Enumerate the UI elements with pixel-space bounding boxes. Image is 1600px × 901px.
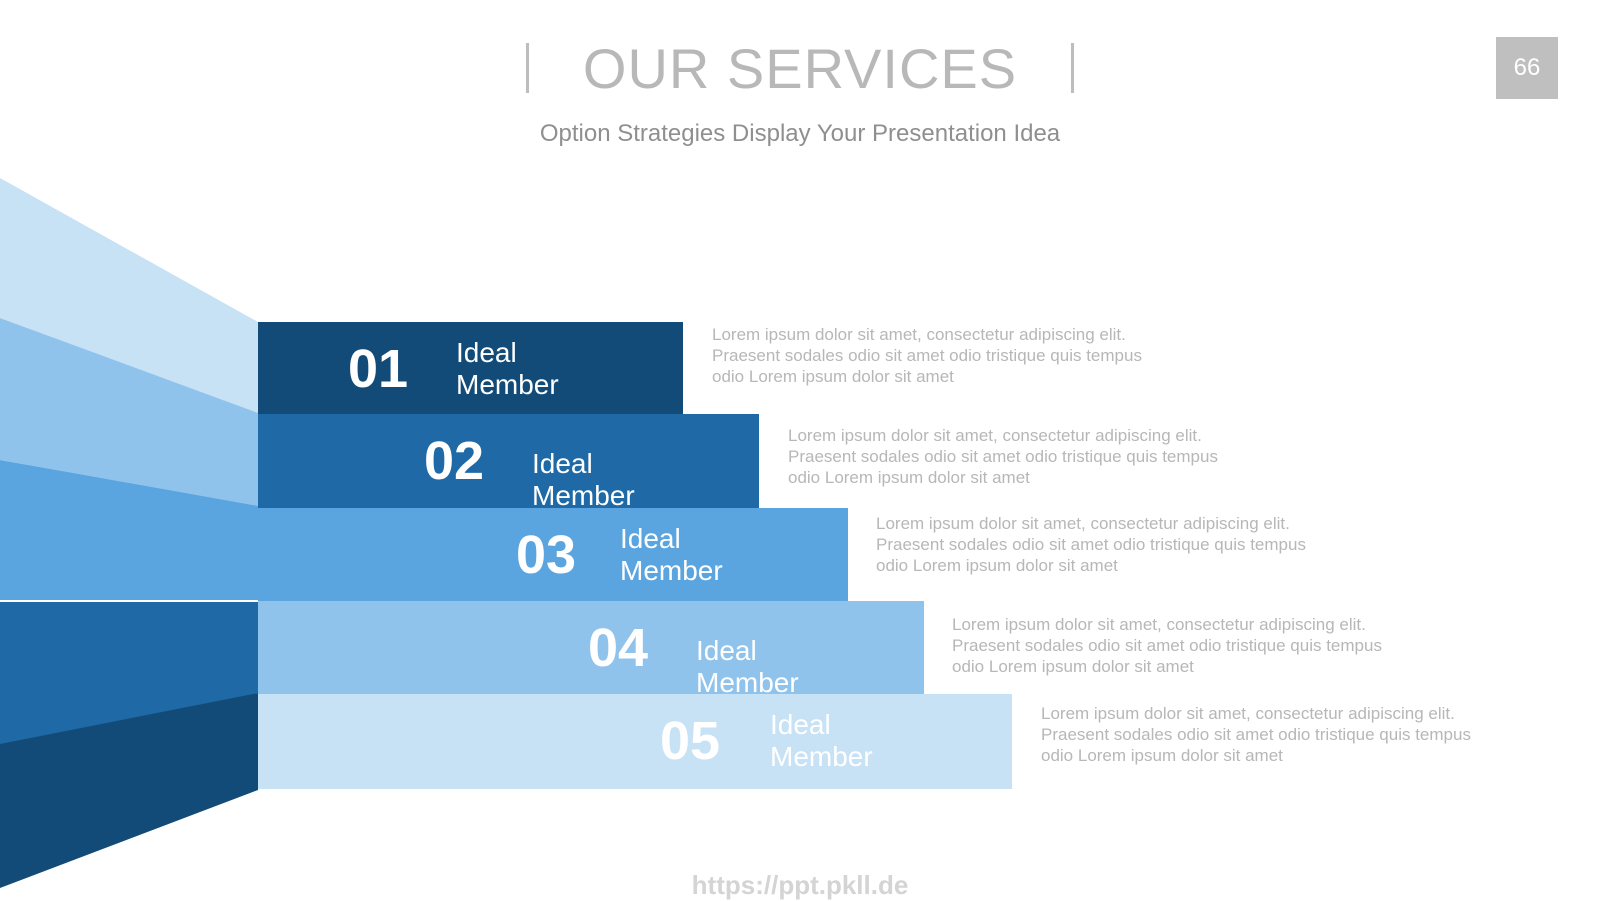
slide-subtitle: Option Strategies Display Your Presentat… [539,120,1061,147]
step-bar-05 [258,694,1012,789]
description-line: Praesent sodales odio sit amet odio tris… [1041,725,1471,744]
step-label: Ideal Member [532,448,635,511]
step-bar-04 [258,601,924,694]
step-number: 04 [588,617,649,678]
description-line: odio Lorem ipsum dolor sit amet [712,367,954,386]
description-line: odio Lorem ipsum dolor sit amet [788,468,1030,487]
funnel-wedge-01 [0,178,258,413]
step-05-description: Lorem ipsum dolor sit amet, consectetur … [1041,703,1561,766]
step-number: 05 [660,710,721,771]
step-label: Ideal Member [770,708,873,772]
step-bar-01 [258,322,683,414]
description-line: odio Lorem ipsum dolor sit amet [1041,746,1283,765]
title-row: OUR SERVICES [0,30,1600,106]
slide-header: OUR SERVICES Option Strategies Display Y… [0,30,1600,148]
step-label: Ideal Member [456,336,559,400]
title-divider-right [1071,43,1075,93]
description-line: Praesent sodales odio sit amet odio tris… [952,636,1382,655]
watermark-url: https://ppt.pkll.de [691,870,909,900]
description-line: Praesent sodales odio sit amet odio tris… [876,535,1306,554]
funnel-wedge-02 [0,318,258,506]
description-line: odio Lorem ipsum dolor sit amet [952,657,1194,676]
step-number: 01 [348,338,409,399]
step-number: 02 [424,430,485,491]
description-line: odio Lorem ipsum dolor sit amet [876,556,1118,575]
funnel-wedge-03 [0,460,258,600]
step-02-description: Lorem ipsum dolor sit amet, consectetur … [788,425,1308,488]
description-line: Praesent sodales odio sit amet odio tris… [712,346,1142,365]
funnel-wedge-04 [0,602,258,744]
page-number-badge: 66 [1496,37,1558,99]
step-03-description: Lorem ipsum dolor sit amet, consectetur … [876,513,1396,576]
title-divider-left [525,43,529,93]
description-line: Praesent sodales odio sit amet odio tris… [788,447,1218,466]
step-bar-03 [258,508,848,601]
step-bar-02 [258,414,759,508]
step-04-description: Lorem ipsum dolor sit amet, consectetur … [952,614,1472,677]
funnel-wedge-05 [0,693,258,888]
step-label: Ideal Member [696,635,799,698]
step-label: Ideal Member [620,522,723,586]
description-line: Lorem ipsum dolor sit amet, consectetur … [876,514,1290,533]
description-line: Lorem ipsum dolor sit amet, consectetur … [952,615,1366,634]
slide-title: OUR SERVICES [582,36,1018,100]
step-number: 03 [516,524,577,585]
step-01-description: Lorem ipsum dolor sit amet, consectetur … [712,324,1232,387]
description-line: Lorem ipsum dolor sit amet, consectetur … [1041,704,1455,723]
description-line: Lorem ipsum dolor sit amet, consectetur … [712,325,1126,344]
description-line: Lorem ipsum dolor sit amet, consectetur … [788,426,1202,445]
